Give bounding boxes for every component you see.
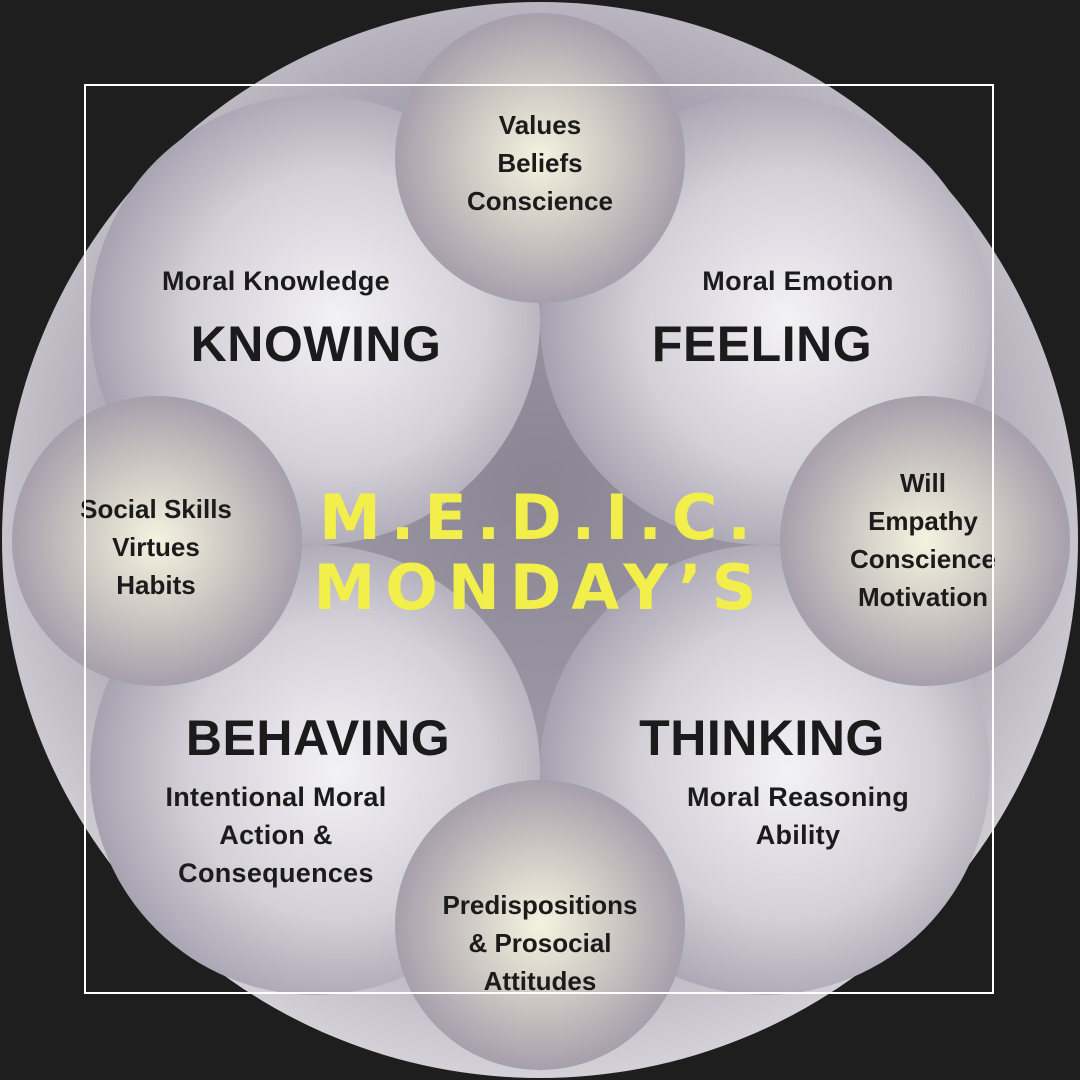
right-petal (780, 396, 1070, 686)
overlay-title-line-1: M.E.D.I.C. (319, 481, 761, 554)
left-petal-line: Habits (116, 570, 196, 600)
right-petal-line: Conscience (850, 544, 996, 574)
top-petal-line: Values (498, 110, 582, 140)
behaving-subtitle-line: Intentional Moral (165, 782, 387, 812)
right-petal-line: Empathy (868, 506, 978, 536)
bottom-petal (395, 780, 685, 1070)
thinking-subtitle-line: Moral Reasoning (686, 782, 910, 812)
behaving-subtitle-line: Action & (219, 820, 333, 850)
knowing-title: KNOWING (190, 316, 442, 372)
top-petal-line: Beliefs (497, 148, 583, 178)
thinking-subtitle: Moral Reasoning Ability (638, 778, 958, 854)
bottom-petal-line: & Prosocial (468, 928, 612, 958)
thinking-title: THINKING (639, 710, 885, 766)
bottom-petal-text: Predispositions & Prosocial Attitudes (410, 886, 670, 1000)
thinking-subtitle-line: Ability (755, 820, 841, 850)
feeling-subtitle: Moral Emotion (702, 266, 894, 296)
behaving-subtitle: Intentional Moral Action & Consequences (116, 778, 436, 892)
left-petal-line: Virtues (112, 532, 200, 562)
behaving-title: BEHAVING (185, 710, 451, 766)
feeling-title: FEELING (651, 316, 873, 372)
overlay-title: M.E.D.I.C. MONDAY’S (0, 482, 1080, 624)
bottom-petal-line: Predispositions (442, 890, 638, 920)
behaving-subtitle-line: Consequences (178, 858, 374, 888)
knowing-subtitle: Moral Knowledge (161, 266, 390, 296)
top-petal-text: Values Beliefs Conscience (420, 106, 660, 220)
right-petal-text: Will Empathy Conscience Motivation (800, 464, 1046, 616)
left-petal-line: Social Skills (80, 494, 232, 524)
top-petal-line: Conscience (467, 186, 613, 216)
overlay-title-line-2: MONDAY’S (313, 551, 767, 624)
right-petal-line: Motivation (858, 582, 988, 612)
bottom-petal-line: Attitudes (483, 966, 597, 996)
right-petal-line: Will (900, 468, 946, 498)
left-petal-text: Social Skills Virtues Habits (36, 490, 276, 604)
